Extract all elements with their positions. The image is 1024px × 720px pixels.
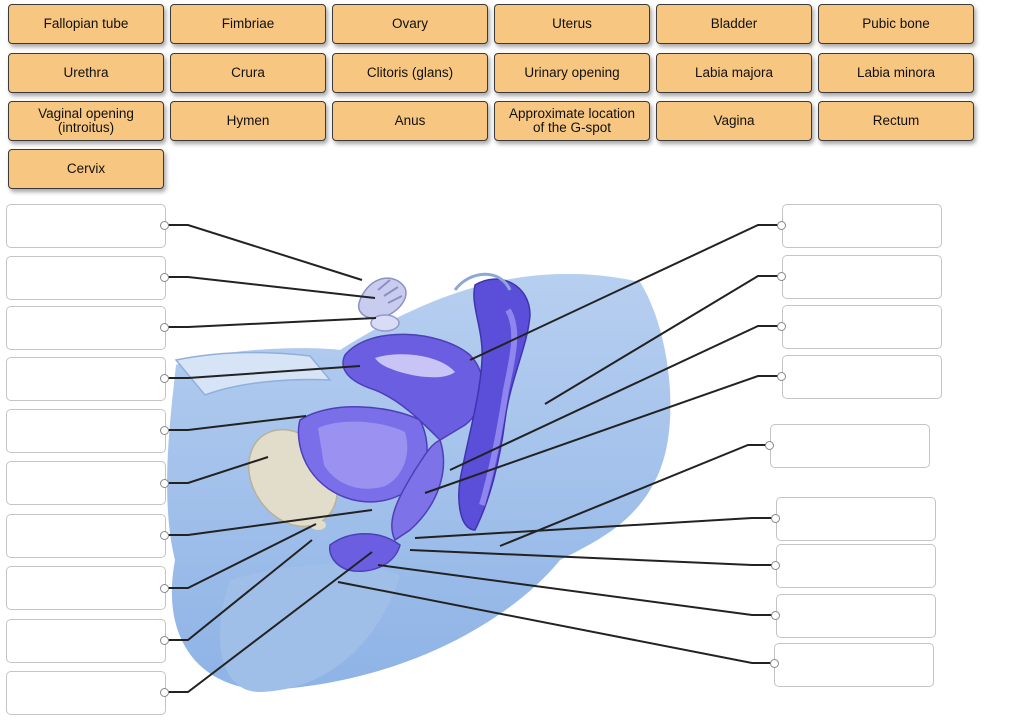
drop-target-left-2[interactable] <box>6 256 166 300</box>
label-chip-clitoris-glans[interactable]: Clitoris (glans) <box>332 53 488 93</box>
vagina-shape <box>391 438 445 542</box>
drop-target-left-5[interactable] <box>6 409 166 453</box>
clitoris-shape <box>310 520 326 530</box>
label-chip-pubic-bone[interactable]: Pubic bone <box>818 4 974 44</box>
label-chip-ovary[interactable]: Ovary <box>332 4 488 44</box>
connector-dot <box>771 514 780 523</box>
connector-dot <box>770 659 779 668</box>
bladder-cavity <box>318 421 408 489</box>
drop-target-left-10[interactable] <box>6 671 166 715</box>
drop-target-right-6[interactable] <box>776 497 936 541</box>
drop-target-left-8[interactable] <box>6 566 166 610</box>
rectum-inner <box>479 308 518 506</box>
label-chip-uterus[interactable]: Uterus <box>494 4 650 44</box>
label-chip-bladder[interactable]: Bladder <box>656 4 812 44</box>
connector-dot <box>160 479 169 488</box>
connector-dot <box>771 611 780 620</box>
drop-target-right-1[interactable] <box>782 204 942 248</box>
label-chip-fimbriae[interactable]: Fimbriae <box>170 4 326 44</box>
drop-target-right-3[interactable] <box>782 305 942 349</box>
drop-target-right-4[interactable] <box>782 355 942 399</box>
connector-dot <box>777 221 786 230</box>
drop-target-left-3[interactable] <box>6 306 166 350</box>
drop-target-left-4[interactable] <box>6 357 166 401</box>
connector-dot <box>160 531 169 540</box>
drop-target-right-8[interactable] <box>776 594 936 638</box>
thigh-shape <box>220 564 400 692</box>
connector-dot <box>765 441 774 450</box>
label-bank: Fallopian tube Fimbriae Ovary Uterus Bla… <box>0 0 1024 200</box>
connector-dot <box>771 561 780 570</box>
label-chip-urinary-opening[interactable]: Urinary opening <box>494 53 650 93</box>
drop-target-left-6[interactable] <box>6 461 166 505</box>
connector-dot <box>160 584 169 593</box>
connector-dot <box>160 273 169 282</box>
label-chip-labia-majora[interactable]: Labia majora <box>656 53 812 93</box>
uterine-cavity <box>375 354 455 378</box>
drop-target-right-7[interactable] <box>776 544 936 588</box>
label-chip-vaginal-opening[interactable]: Vaginal opening (introitus) <box>8 101 164 141</box>
connector-dot <box>777 322 786 331</box>
label-chip-urethra[interactable]: Urethra <box>8 53 164 93</box>
connector-dot <box>777 372 786 381</box>
ovary-shape <box>370 314 400 332</box>
connector-dot <box>160 636 169 645</box>
connector-dot <box>777 272 786 281</box>
drop-target-right-9[interactable] <box>774 643 934 687</box>
label-chip-g-spot[interactable]: Approximate location of the G-spot <box>494 101 650 141</box>
label-chip-vagina[interactable]: Vagina <box>656 101 812 141</box>
leader-lines-right <box>337 224 780 664</box>
connector-dot <box>160 221 169 230</box>
label-chip-fallopian-tube[interactable]: Fallopian tube <box>8 4 164 44</box>
label-chip-crura[interactable]: Crura <box>170 53 326 93</box>
drop-target-left-1[interactable] <box>6 204 166 248</box>
drop-target-left-7[interactable] <box>6 514 166 558</box>
label-chip-hymen[interactable]: Hymen <box>170 101 326 141</box>
drop-target-left-9[interactable] <box>6 619 166 663</box>
connector-dot <box>160 426 169 435</box>
connector-dot <box>160 374 169 383</box>
fimbriae-shape <box>377 279 403 304</box>
label-chip-cervix[interactable]: Cervix <box>8 149 164 189</box>
leader-lines-left <box>168 224 377 693</box>
drop-target-right-5[interactable] <box>770 424 930 468</box>
fallopian-tube-shape <box>358 277 407 320</box>
connector-dot <box>160 323 169 332</box>
label-chip-labia-minora[interactable]: Labia minora <box>818 53 974 93</box>
label-chip-rectum[interactable]: Rectum <box>818 101 974 141</box>
coccyx-outline <box>453 272 512 291</box>
connector-dot <box>160 688 169 697</box>
label-chip-anus[interactable]: Anus <box>332 101 488 141</box>
drop-target-right-2[interactable] <box>782 255 942 299</box>
